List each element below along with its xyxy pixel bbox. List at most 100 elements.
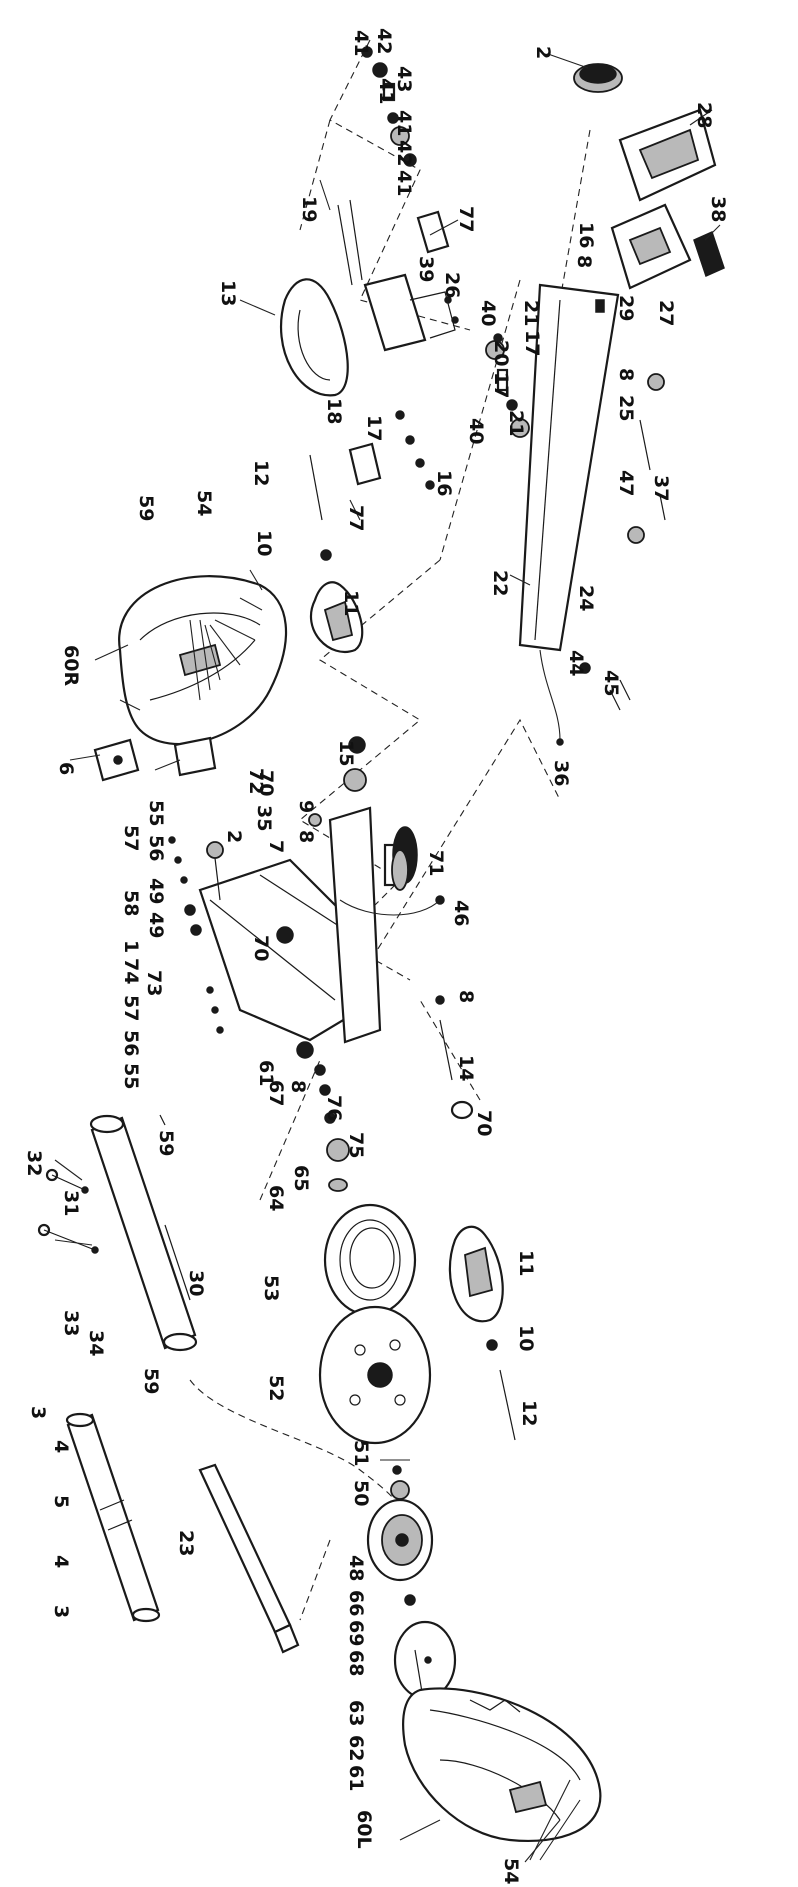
label-8: 8 (295, 830, 317, 843)
label-7: 7 (265, 840, 287, 853)
label-65: 65 (290, 1165, 312, 1191)
label-41: 41 (350, 30, 372, 56)
label-48: 48 (345, 1555, 367, 1581)
label-55: 55 (145, 800, 167, 826)
label-69: 69 (345, 1620, 367, 1646)
label-34: 34 (85, 1330, 107, 1356)
label-15: 15 (335, 740, 357, 766)
label-10: 10 (253, 530, 275, 556)
label-74: 74 (120, 958, 142, 984)
label-27: 27 (655, 300, 677, 326)
label-57: 57 (120, 825, 142, 851)
label-43: 43 (393, 66, 415, 92)
label-20: 20 (490, 340, 512, 366)
label-11: 11 (515, 1250, 537, 1276)
label-26: 26 (441, 272, 463, 298)
label-60L: 60L (353, 1810, 375, 1849)
seat-bolts (395, 410, 435, 490)
part-23-crank (198, 1463, 300, 1654)
label-49: 49 (145, 878, 167, 904)
label-77-top: 77 (455, 206, 477, 232)
label-30: 30 (185, 1270, 207, 1296)
label-6: 6 (55, 762, 77, 775)
label-70: 70 (255, 770, 277, 796)
label-59: 59 (155, 1130, 177, 1156)
label-52: 52 (265, 1375, 287, 1401)
label-60R: 60R (60, 645, 82, 686)
part-33-handlebar-tube (37, 1114, 198, 1352)
label-21: 21 (520, 300, 542, 326)
part-22-main-frame (518, 283, 620, 652)
label-50: 50 (350, 1480, 372, 1506)
label-42: 42 (373, 28, 395, 54)
label-8: 8 (615, 368, 637, 381)
label-13: 13 (217, 280, 239, 306)
label-21: 21 (505, 410, 527, 436)
label-40: 40 (465, 418, 487, 444)
hardware-stack-top (361, 46, 417, 167)
part-72-cap (173, 736, 217, 777)
label-42: 42 (393, 140, 415, 166)
label-73: 73 (143, 970, 165, 996)
label-8: 8 (455, 990, 477, 1003)
part-60L-left-shroud (402, 1687, 602, 1842)
label-72: 72 (245, 768, 267, 794)
label-8: 8 (573, 255, 595, 268)
part-1-main-frame (198, 736, 382, 1044)
label-41: 41 (375, 78, 397, 104)
part-53-flywheel-ring (323, 1203, 417, 1317)
label-5: 5 (50, 1495, 72, 1508)
part-46-cable-end (339, 895, 445, 916)
label-35: 35 (253, 805, 275, 831)
part-77-cap-lower (348, 442, 382, 486)
label-31: 31 (60, 1190, 82, 1216)
label-16: 16 (433, 470, 455, 496)
label-53: 53 (260, 1275, 282, 1301)
label-3: 3 (50, 1605, 72, 1618)
part-13-seat (280, 278, 349, 397)
part-60R-right-shroud (118, 575, 288, 746)
part-5-handle-bar (65, 1412, 161, 1623)
label-1: 1 (120, 940, 142, 953)
label-2-knob: 2 (532, 46, 554, 59)
label-29: 29 (615, 295, 637, 321)
label-54: 54 (500, 1858, 522, 1884)
label-68: 68 (345, 1650, 367, 1676)
handle-pivot-hardware (168, 836, 314, 1059)
pedal-upper-assembly (309, 454, 364, 653)
hub-stack (314, 1064, 350, 1192)
label-61: 61 (345, 1765, 367, 1791)
label-38: 38 (707, 196, 729, 222)
label-3: 3 (27, 1406, 49, 1419)
label-75: 75 (345, 1132, 367, 1158)
leader-lines (54, 53, 721, 1863)
label-18: 18 (323, 398, 345, 424)
label-17: 17 (521, 330, 543, 356)
label-70: 70 (473, 1110, 495, 1136)
label-12: 12 (518, 1400, 540, 1426)
part-69-disc (393, 1594, 457, 1700)
label-56: 56 (120, 1030, 142, 1056)
label-51: 51 (350, 1440, 372, 1466)
label-63: 63 (345, 1700, 367, 1726)
part-52-flywheel (318, 1305, 432, 1445)
label-25: 25 (615, 395, 637, 421)
part-28-front-cover (618, 108, 717, 202)
part-6-cap (93, 738, 140, 782)
label-62: 62 (345, 1735, 367, 1761)
beam-hardware (579, 373, 666, 711)
label-46: 46 (450, 900, 472, 926)
label-49: 49 (145, 912, 167, 938)
label-4: 4 (50, 1555, 72, 1568)
label-17: 17 (363, 415, 385, 441)
label-9: 9 (295, 800, 317, 813)
label-28: 28 (693, 102, 715, 128)
label-33: 33 (60, 1310, 82, 1336)
part-29-bracket (610, 203, 725, 290)
part-48-pulley (366, 1498, 434, 1582)
label-24: 24 (575, 585, 597, 611)
label-70: 70 (250, 935, 272, 961)
label-4: 4 (50, 1440, 72, 1453)
label-12: 12 (250, 460, 272, 486)
